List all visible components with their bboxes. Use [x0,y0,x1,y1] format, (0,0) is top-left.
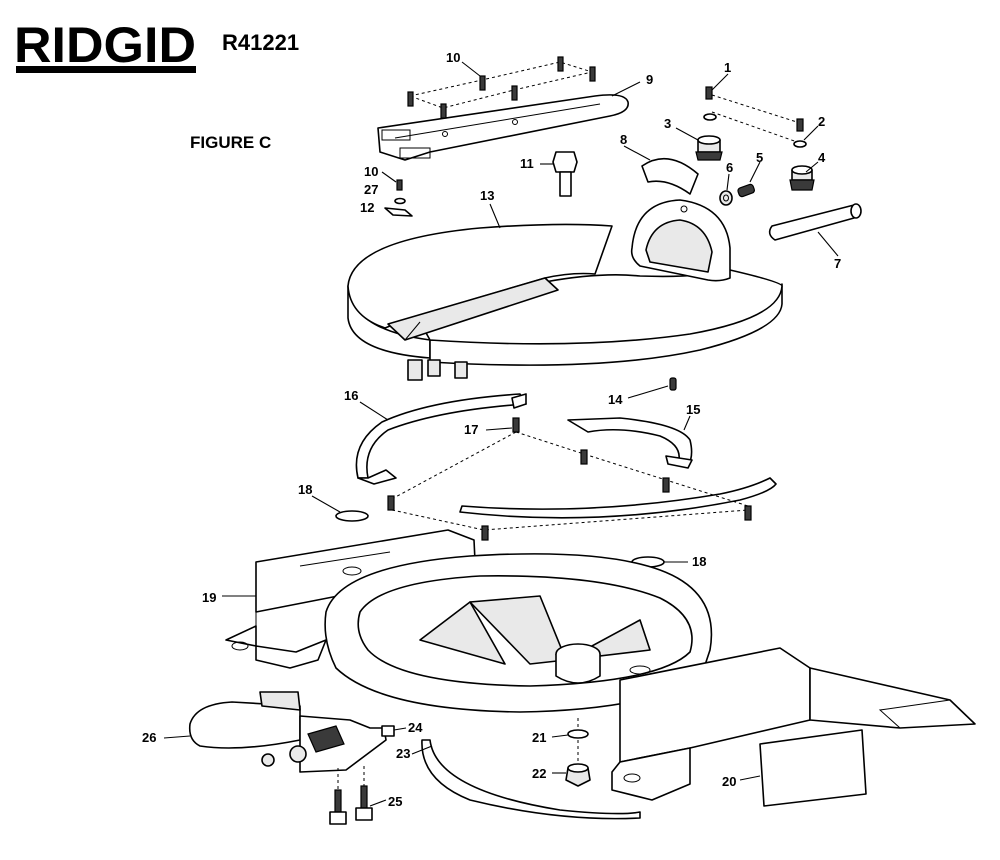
callout-7: 7 [834,256,841,271]
callout-25: 25 [388,794,402,809]
part-23-arc-plate [421,739,641,820]
callout-11: 11 [520,156,534,171]
part-20-label [759,729,867,807]
callout-9: 9 [646,72,653,87]
callout-19: 19 [202,590,216,605]
part-3-gear-knob [695,135,723,161]
part-7-pivot-pin [768,203,862,241]
assembly-dashes-1-2 [711,94,801,144]
callout-10-left: 10 [364,164,378,179]
callout-26: 26 [142,730,156,745]
part-25-bolts [329,766,373,825]
part-15-right-arc-scale [567,417,693,469]
callout-1: 1 [724,60,731,75]
part-19-base [225,529,976,801]
callout-4: 4 [818,150,826,165]
part-13-guard-housing [630,199,731,282]
callout-24: 24 [408,720,423,735]
callout-8: 8 [620,132,627,147]
part-18-washer-left [335,510,369,522]
part-16-left-arc-scale [355,393,527,485]
part-1-screw [705,86,713,100]
part-1-washer [703,113,717,121]
part-6-nut [719,190,733,206]
callout-labels: 1 2 3 4 5 6 7 8 9 10 10 11 12 13 14 15 1… [142,50,841,809]
callout-18-left: 18 [298,482,312,497]
assembly-dashes-arcs [389,431,749,531]
part-14-pin [669,377,677,391]
screws-arc-set [387,449,752,541]
callout-16: 16 [344,388,358,403]
callout-6: 6 [726,160,733,175]
callout-2: 2 [818,114,825,129]
part-5-set-screw [737,183,755,198]
callout-5: 5 [756,150,763,165]
callout-18-right: 18 [692,554,706,569]
callout-13: 13 [480,188,494,203]
part-10-screw [396,179,403,191]
callout-20: 20 [722,774,736,789]
figure-title: FIGURE C [190,133,271,152]
part-4-gear-knob [789,165,815,191]
callout-10-top: 10 [446,50,460,65]
part-2-screw-washer [793,118,807,148]
callout-17: 17 [464,422,478,437]
leader-lines [163,61,839,807]
part-11-bolt [552,151,578,197]
part-21-washer [567,729,589,739]
part-scale-strip [459,477,777,519]
screw-set-10 [407,56,596,119]
part-22-nut [565,763,591,787]
part-17-screw [512,417,520,433]
callout-27: 27 [364,182,378,197]
part-26-miter-handle [188,691,395,773]
callout-22: 22 [532,766,546,781]
part-8-guard-cover [641,157,699,195]
ridgid-logo: RIDGID [14,17,196,73]
logo-text: RIDGID [14,17,196,73]
callout-23: 23 [396,746,410,761]
part-9-fence-plate [377,94,629,161]
callout-15: 15 [686,402,700,417]
part-13-turntable [347,223,783,381]
part-12-pointer [384,207,413,217]
callout-3: 3 [664,116,671,131]
callout-12: 12 [360,200,374,215]
part-27-washer [394,197,406,205]
callout-21: 21 [532,730,546,745]
model-number: R41221 [222,30,299,55]
callout-14: 14 [608,392,623,407]
